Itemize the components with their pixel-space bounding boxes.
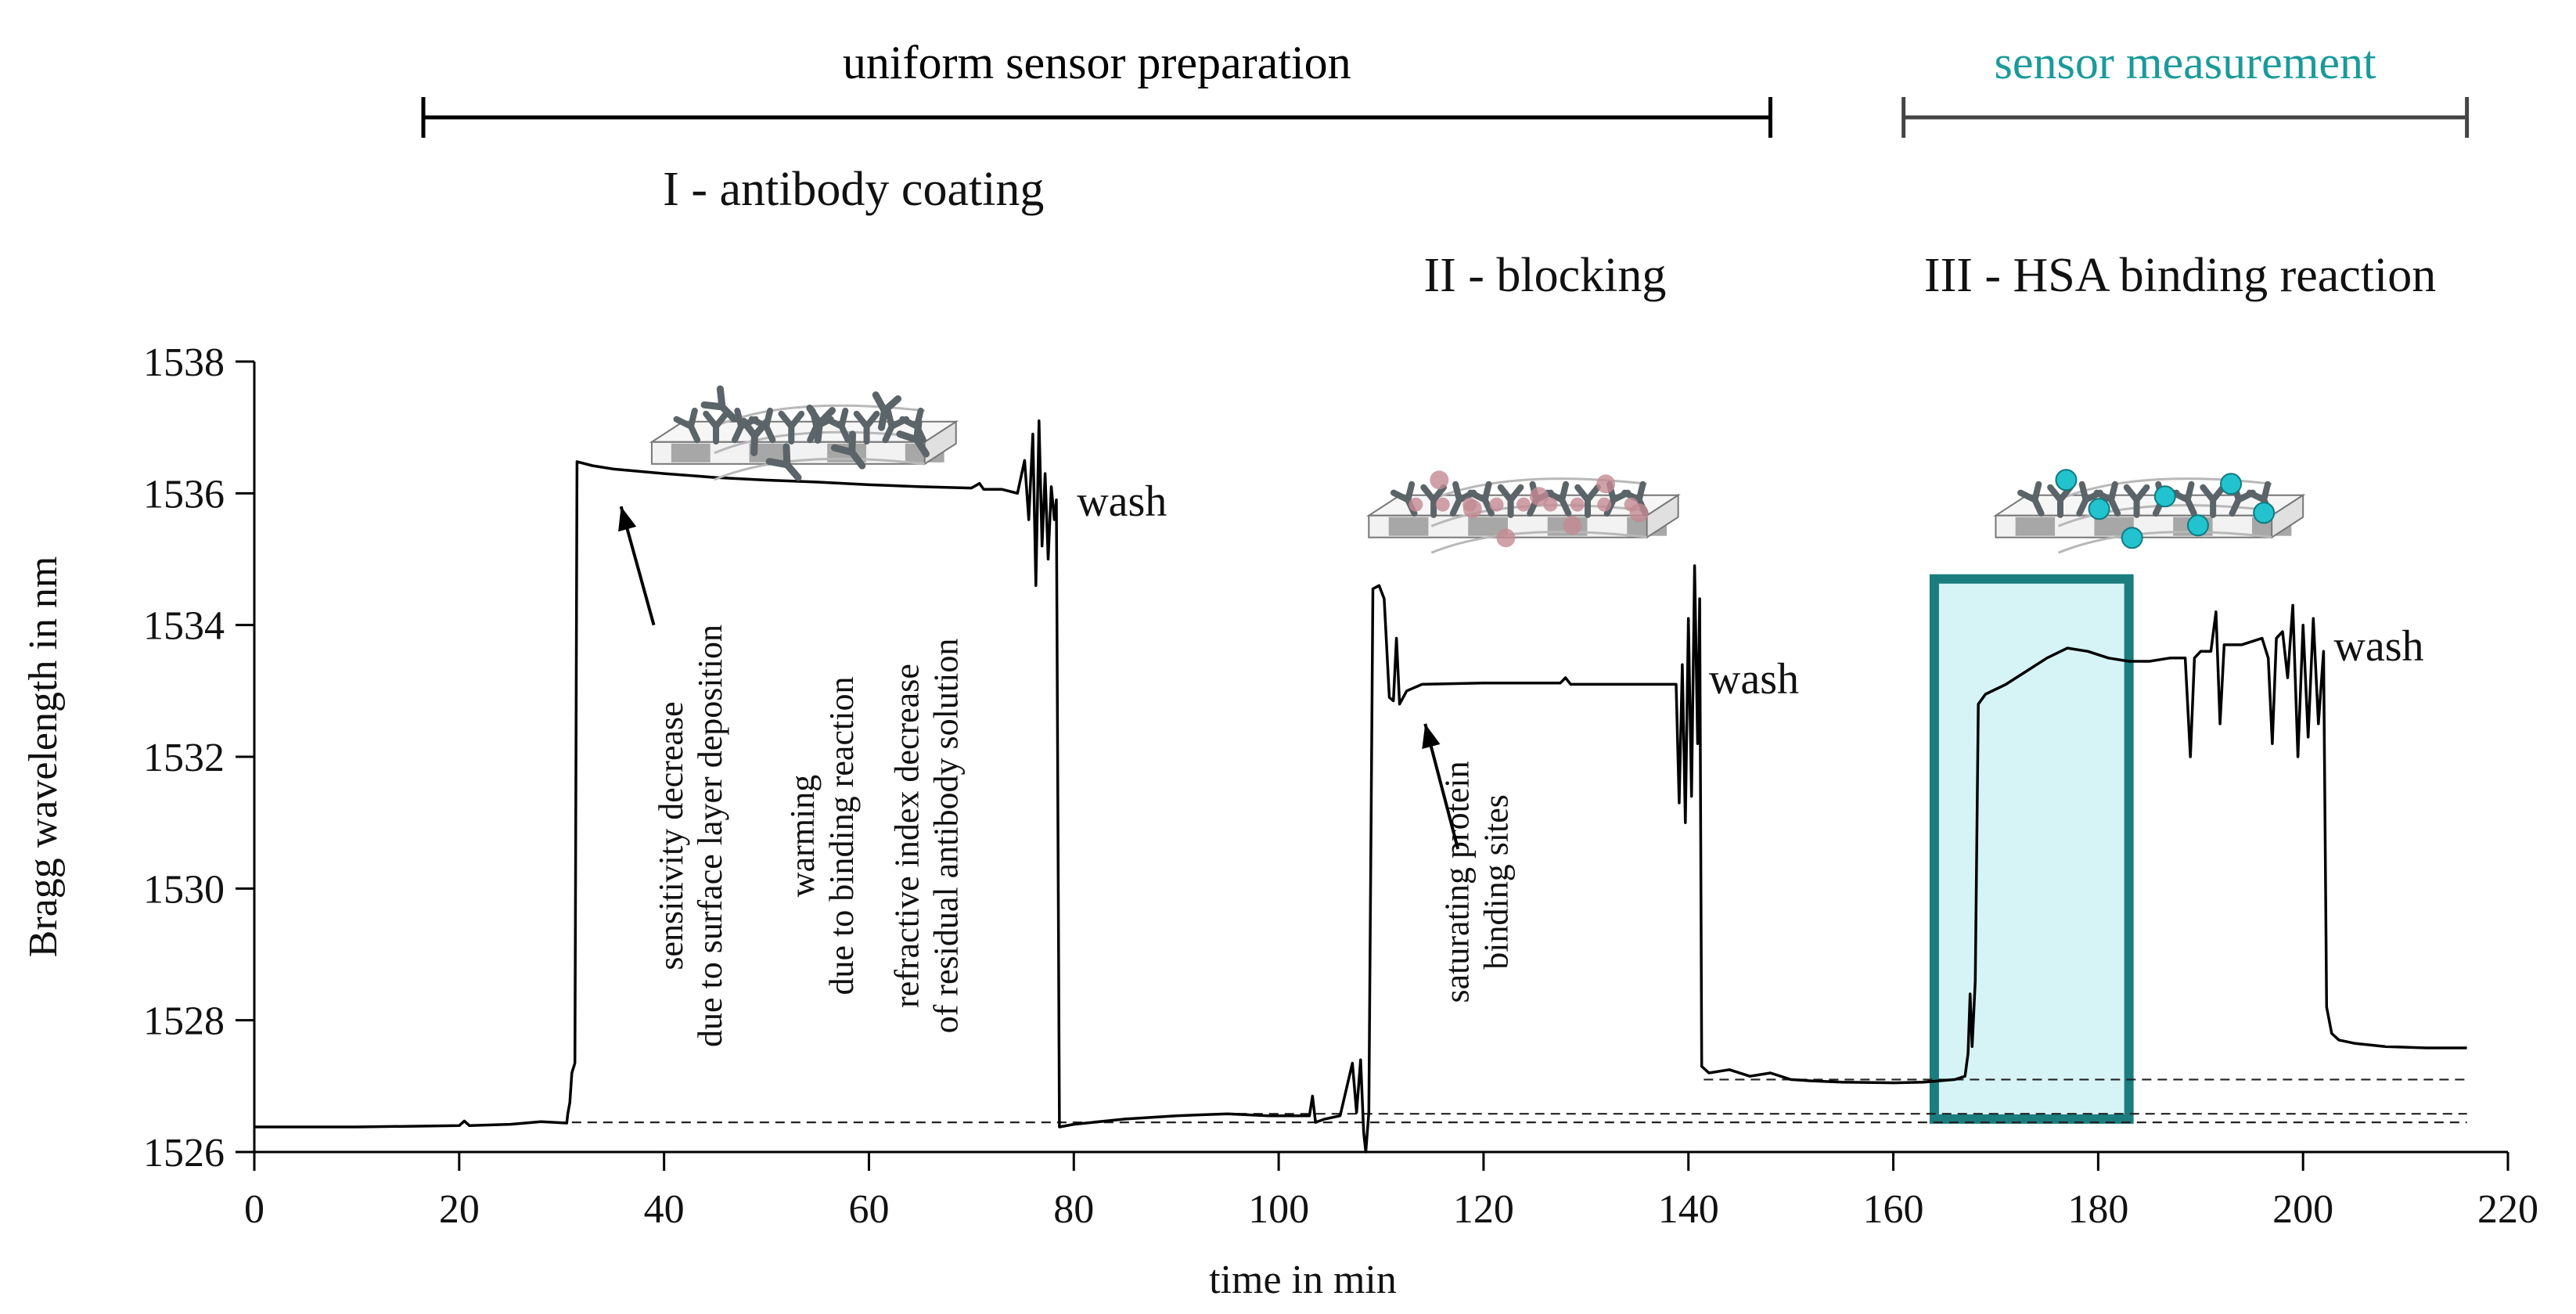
y-tick-label: 1536 [143, 472, 225, 517]
annotation-line: due to surface layer deposition [691, 625, 729, 1047]
phase-bracket [1901, 97, 2470, 138]
x-tick-label: 0 [244, 1187, 264, 1232]
hsa-particle-icon [2055, 469, 2276, 549]
annotation-line: refractive index decrease [887, 664, 926, 1008]
wash-label: wash [1077, 477, 1167, 526]
y-tick-label: 1530 [143, 867, 225, 912]
wash-label: wash [2333, 622, 2423, 671]
y-tick-label: 1526 [143, 1131, 225, 1175]
y-tick-label: 1532 [143, 736, 225, 780]
phase-label: sensor measurement [1995, 37, 2377, 88]
measurement-highlight-box [1929, 574, 2134, 1124]
step-label: I - antibody coating [663, 163, 1044, 216]
annotation-arrow [618, 506, 656, 626]
annotation-line: of residual antibody solution [926, 639, 965, 1034]
y-tick-label: 1538 [143, 340, 225, 385]
x-tick-label: 200 [2272, 1187, 2333, 1232]
x-tick-label: 160 [1863, 1187, 1924, 1232]
annotation-line: binding sites [1477, 794, 1515, 970]
y-tick-label: 1534 [143, 604, 225, 649]
x-axis-title: time in min [1209, 1258, 1397, 1302]
annotation-line: due to binding reaction [822, 677, 861, 995]
annotation-line: warming [783, 775, 822, 897]
phase-label: uniform sensor preparation [843, 37, 1351, 88]
antibody-coating-illustration [649, 385, 959, 481]
x-tick-label: 100 [1248, 1187, 1309, 1232]
x-tick-label: 140 [1658, 1187, 1719, 1232]
x-tick-label: 40 [644, 1187, 685, 1232]
x-tick-label: 80 [1053, 1187, 1094, 1232]
annotation-arrow [1422, 723, 1460, 850]
bragg-trace-line [254, 419, 2467, 1154]
y-tick-label: 1528 [143, 999, 225, 1044]
y-axis-title: Bragg wavelength in nm [21, 556, 66, 958]
x-tick-label: 120 [1453, 1187, 1514, 1232]
x-tick-label: 220 [2477, 1187, 2538, 1232]
antibody-icon [700, 385, 930, 481]
wash-label: wash [1709, 655, 1799, 704]
blocking-illustration [1365, 470, 1682, 554]
x-tick-label: 180 [2067, 1187, 2128, 1232]
phase-bracket [421, 97, 1772, 138]
x-tick-label: 60 [848, 1187, 889, 1232]
step-label: II - blocking [1423, 249, 1666, 302]
x-tick-label: 20 [439, 1187, 480, 1232]
step-label: III - HSA binding reaction [1924, 249, 2436, 302]
annotation-line: sensitivity decrease [652, 701, 690, 970]
hsa-binding-illustration [1993, 469, 2306, 554]
